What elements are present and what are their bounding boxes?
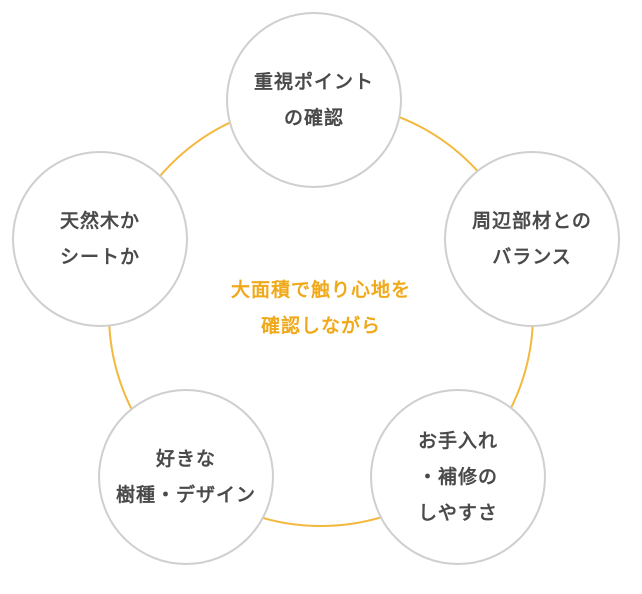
center-label: 大面積で触り心地を 確認しながら (171, 272, 471, 344)
center-label-line-1: 大面積で触り心地を (230, 279, 411, 301)
node-favorite-wood: 好きな 樹種・デザイン (98, 389, 274, 565)
node-natural-or-sheet-line-1: 天然木か (59, 210, 140, 232)
node-maintenance-line-1: お手入れ (417, 430, 498, 452)
node-maintenance-line-3: しやすさ (418, 502, 498, 524)
node-surrounding-balance-line-1: 周辺部材との (472, 210, 592, 232)
node-key-points: 重視ポイント の確認 (226, 12, 402, 188)
center-label-line-2: 確認しながら (260, 315, 381, 337)
node-favorite-wood-line-1: 好きな (155, 448, 216, 470)
node-surrounding-balance: 周辺部材との バランス (444, 151, 620, 327)
node-maintenance: お手入れ ・補修の しやすさ (370, 389, 546, 565)
node-key-points-line-2: の確認 (283, 107, 344, 129)
node-natural-or-sheet-line-2: シートか (59, 246, 140, 268)
node-surrounding-balance-line-2: バランス (492, 246, 572, 268)
node-key-points-line-1: 重視ポイント (253, 71, 374, 93)
node-favorite-wood-line-2: 樹種・デザイン (115, 484, 256, 506)
node-maintenance-line-2: ・補修の (417, 466, 498, 488)
node-natural-or-sheet: 天然木か シートか (12, 151, 188, 327)
